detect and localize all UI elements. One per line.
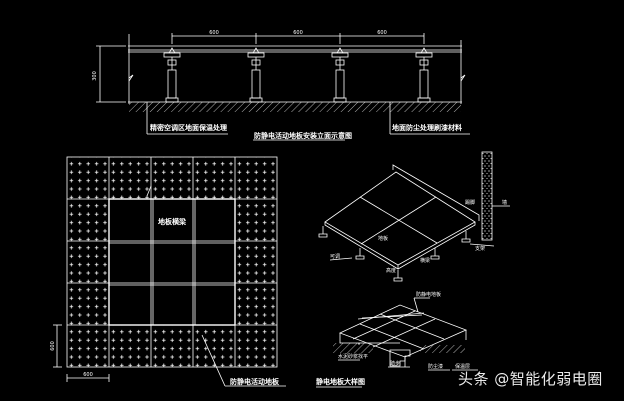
iso-label-height: 高度: [386, 267, 396, 274]
detail-label-paint: 防尘漆: [428, 363, 443, 370]
span-dim-3: 600: [377, 30, 387, 36]
iso-label-beam: 横梁: [420, 257, 430, 264]
iso-view: [318, 151, 510, 282]
panel-label: 防静电活动地板: [230, 377, 280, 386]
beam-label: 地板横梁: [158, 217, 187, 226]
watermark: 头条 @智能化弱电圈: [458, 370, 603, 388]
iso-label-floor: 地板: [378, 235, 388, 242]
iso-label-adjust: 可调: [330, 253, 340, 260]
detail-title: 静电地板大样图: [316, 377, 365, 386]
right-note: 地面防尘处理刷漆材料: [392, 123, 462, 132]
plan-view: [53, 156, 286, 387]
pedestals: [163, 47, 433, 103]
detail-label-step: 踏步: [390, 360, 400, 367]
span-dim-2: 600: [293, 30, 303, 36]
detail-label-floor: 防静电地板: [416, 291, 441, 298]
detail-view: [333, 297, 478, 371]
detail-label-insulation: 保温层: [455, 363, 470, 370]
height-dim: 300: [92, 71, 98, 81]
plan-width-dim: 600: [83, 372, 93, 378]
iso-label-skirting: 踢脚: [465, 199, 475, 206]
elevation-title: 防静电活动地板安装立面示意图: [254, 131, 352, 140]
iso-label-wall: 墙: [502, 199, 507, 206]
span-dim-1: 600: [209, 30, 219, 36]
elevation-view: [96, 33, 470, 141]
iso-label-support: 支架: [475, 245, 485, 252]
detail-label-mortar: 水泥砂浆找平: [338, 353, 368, 360]
plan-height-dim: 600: [50, 341, 56, 351]
left-note: 精密空调区地面保温处理: [150, 123, 227, 132]
